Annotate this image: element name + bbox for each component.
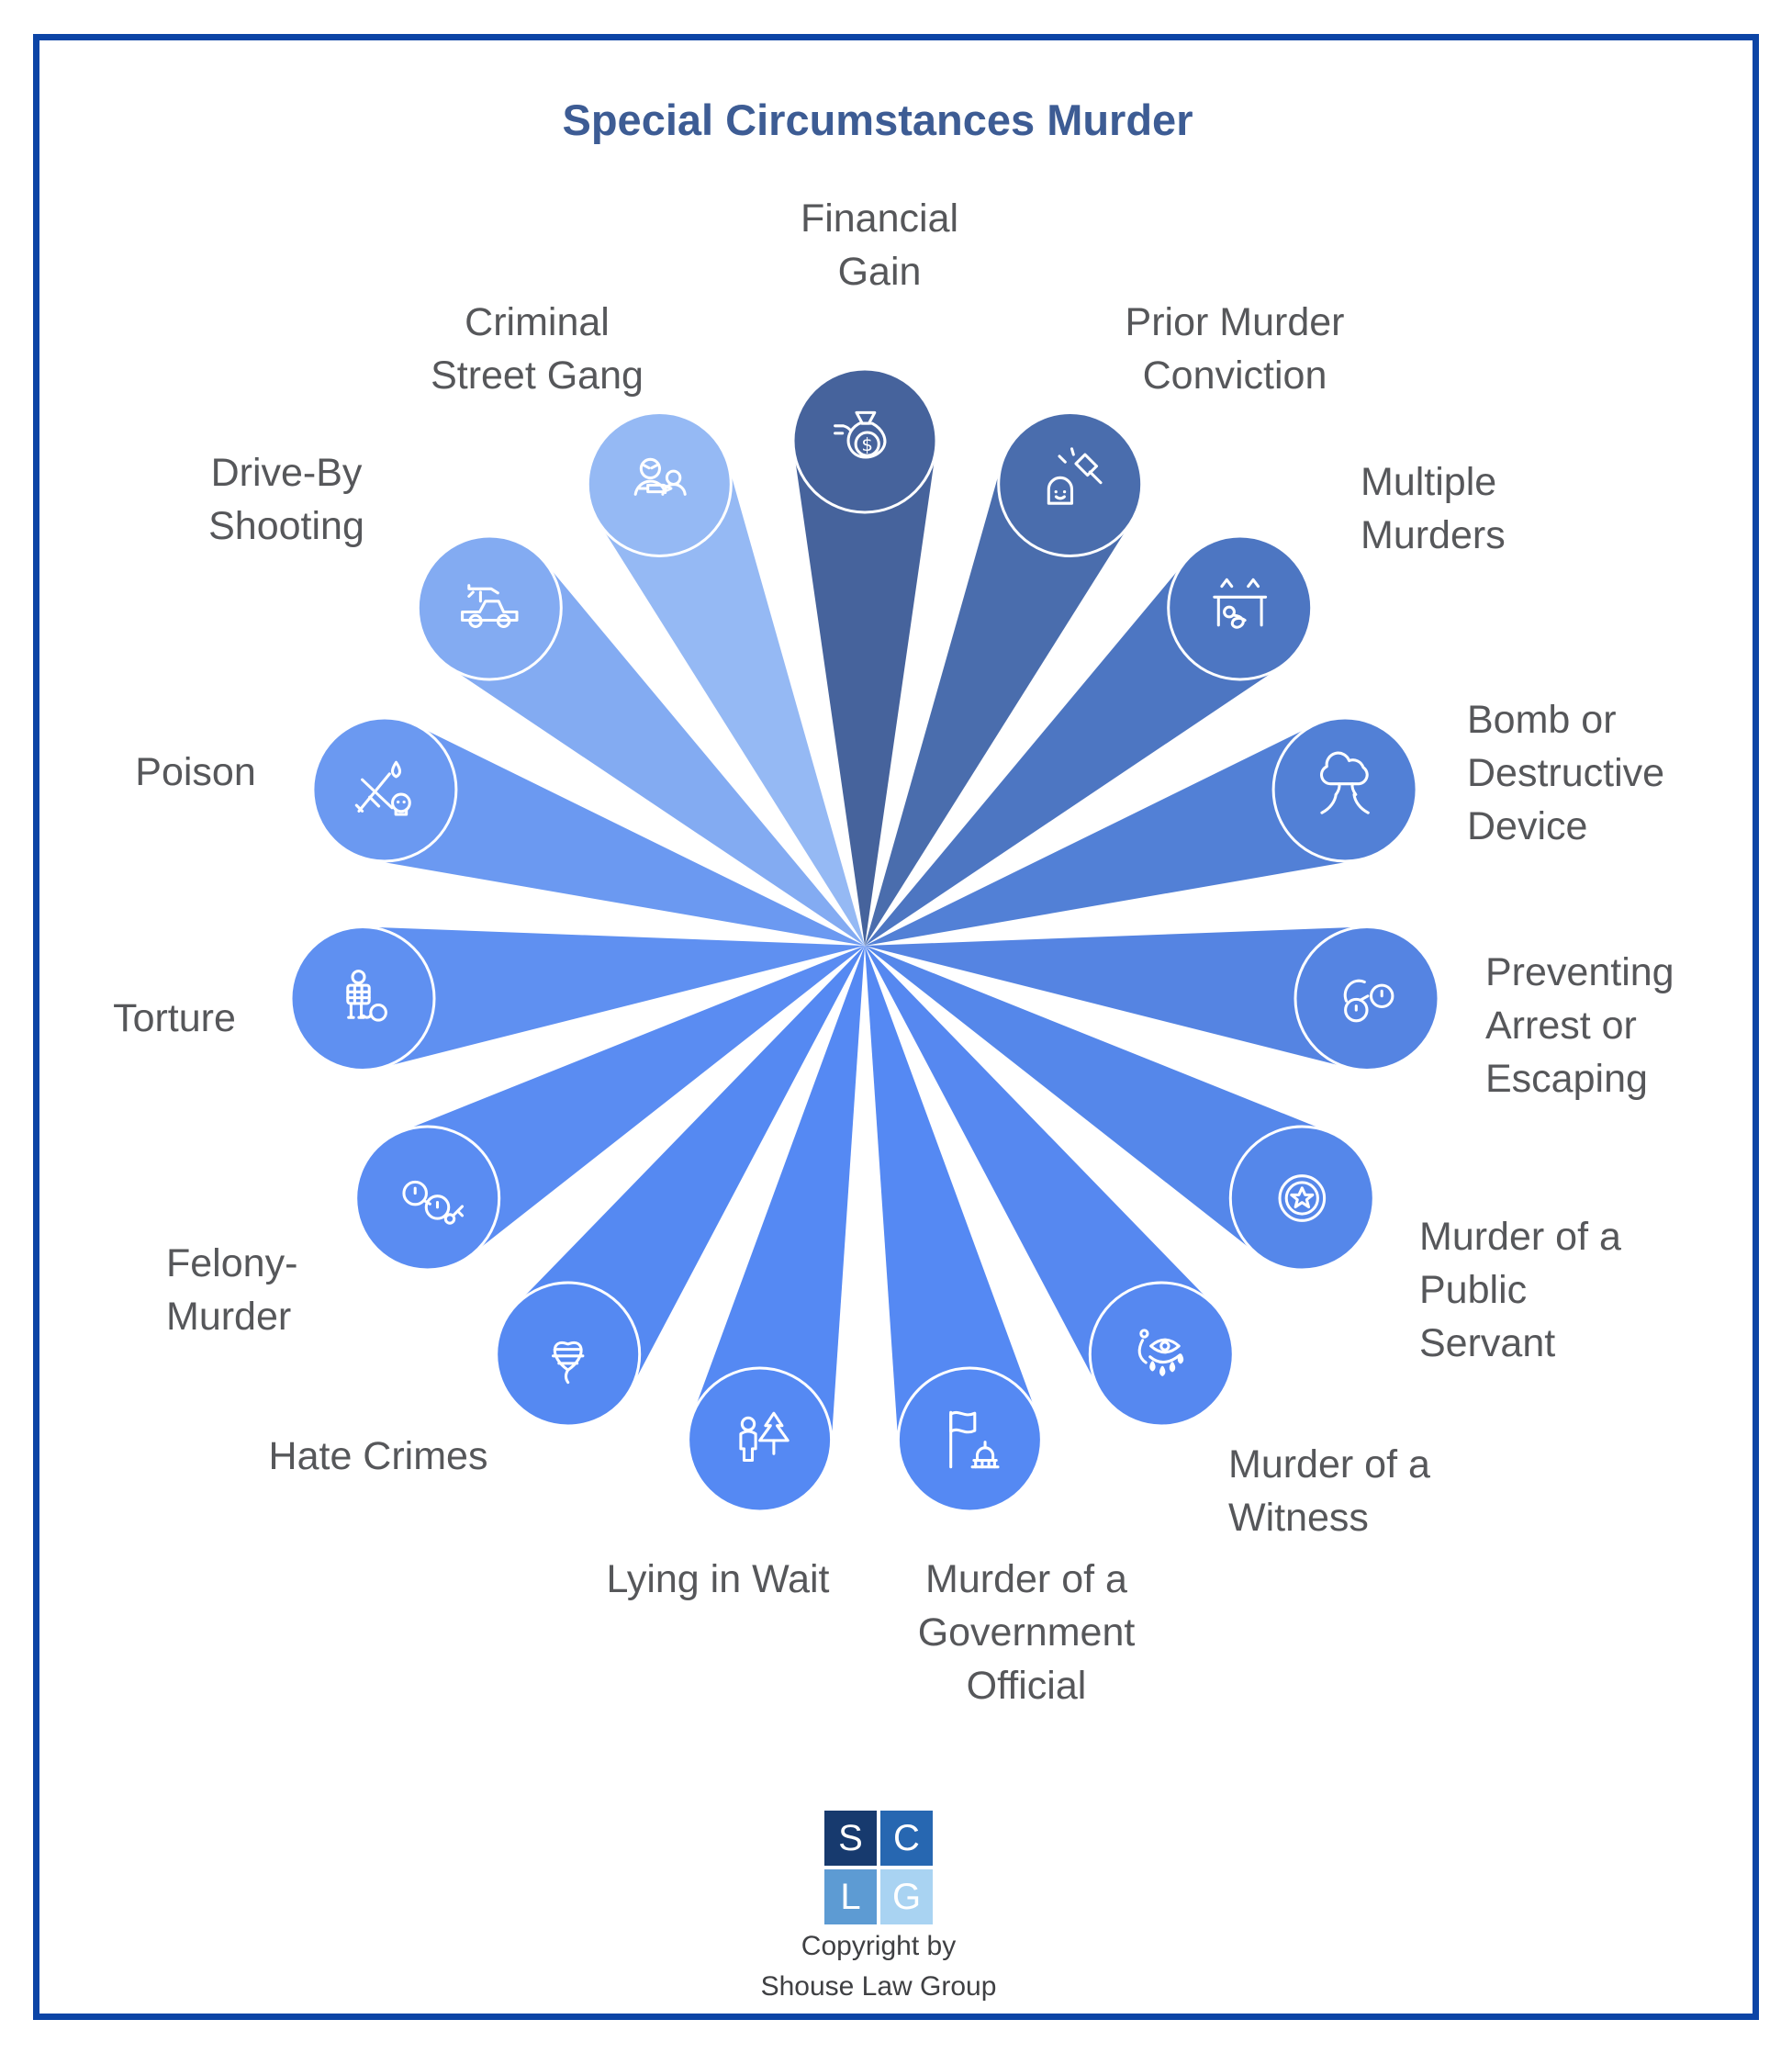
wedge-murder-of-a-witness [865,946,1214,1388]
handcuffs-icon [1343,979,1394,1023]
icon-circle-poison [311,716,458,863]
wedge-bomb-or-destructive-device [865,725,1358,946]
label-financial-gain: Financial Gain [800,196,959,294]
label-felony-murder: Felony- Murder [166,1241,298,1339]
label-murder-of-a-public-servant: Murder of a Public Servant [1419,1215,1621,1365]
icon-circle-hate-crimes [495,1281,642,1428]
company-line: Shouse Law Group [760,1971,997,2002]
label-hate-crimes: Hate Crimes [268,1434,488,1478]
border-frame [33,34,1759,2020]
sclg-logo: S C L G [824,1811,933,1924]
label-preventing-arrest-or-escaping: Preventing Arrest or Escaping [1485,950,1674,1101]
label-torture: Torture [113,996,236,1040]
logo-letter-g: G [880,1869,933,1924]
icon-circle-drive-by-shooting [416,534,563,681]
gavel-grave-icon [1047,447,1103,505]
money-bag-icon: $ [834,410,887,459]
logo-letter-s: S [824,1811,877,1866]
gang-members-icon [633,457,687,496]
mushroom-cloud-icon [1320,751,1370,814]
label-criminal-street-gang: Criminal Street Gang [431,300,644,398]
wedge-murder-of-a-public-servant [865,946,1329,1255]
label-bomb-or-destructive-device: Bomb or Destructive Device [1467,698,1665,848]
icon-circle-felony-murder [354,1125,501,1272]
wedge-financial-gain [793,451,936,947]
wedge-felony-murder [400,946,865,1255]
poison-skull-icon [354,760,411,816]
ball-chain-icon [346,970,387,1022]
wedge-preventing-arrest-or-escaping [865,926,1365,1069]
svg-text:$: $ [861,434,873,455]
page-title: Special Circumstances Murder [562,95,1193,144]
logo-letter-l: L [824,1869,877,1924]
wedge-criminal-street-gang [599,465,865,946]
wedge-murder-of-a-government-official [865,946,1037,1445]
person-tree-icon [739,1411,790,1463]
pickup-truck-icon [461,584,519,629]
icon-circle-murder-of-a-government-official [896,1366,1043,1513]
badge-star-icon [1278,1174,1327,1222]
icon-circle-murder-of-a-witness [1088,1281,1235,1428]
label-prior-murder-conviction: Prior Murder Conviction [1125,300,1345,398]
label-murder-of-a-witness: Murder of a Witness [1228,1442,1430,1540]
icon-circle-preventing-arrest-or-escaping [1294,926,1440,1071]
flag-capitol-icon [949,1410,1000,1469]
label-multiple-murders: Multiple Murders [1361,460,1506,557]
wedge-multiple-murders [865,562,1281,946]
wedge-drive-by-shooting [449,562,865,946]
wedge-poison [372,725,866,946]
wedge-lying-in-wait [692,946,865,1445]
label-poison: Poison [135,750,256,794]
label-drive-by-shooting: Drive-By Shooting [208,451,364,548]
wedge-prior-murder-conviction [865,465,1131,946]
icon-circle-multiple-murders [1167,534,1314,681]
icon-circle-bomb-or-destructive-device [1271,716,1418,863]
copyright-line: Copyright by [801,1931,957,1961]
icon-circle-murder-of-a-public-servant [1228,1125,1375,1272]
striped-heart-icon [551,1341,585,1385]
handcuffs-key-icon [402,1180,465,1225]
logo-caption: Copyright by Shouse Law Group [761,1926,997,2007]
wedge-torture [364,926,865,1069]
crying-eye-icon [1137,1329,1184,1376]
logo-letter-c: C [880,1811,933,1866]
label-murder-of-a-government-official: Murder of a Government Official [917,1557,1136,1708]
crime-scene-icon [1213,578,1268,629]
icon-circle-financial-gain [791,367,938,514]
label-lying-in-wait: Lying in Wait [606,1557,830,1601]
wedge-hate-crimes [516,946,865,1388]
